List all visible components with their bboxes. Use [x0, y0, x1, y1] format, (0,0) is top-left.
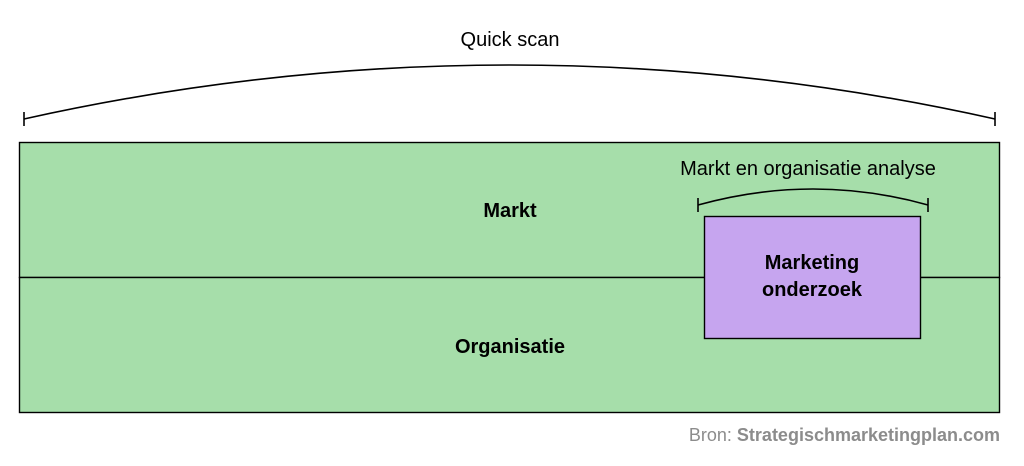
- source-prefix: Bron:: [688, 425, 732, 445]
- source-credit: Bron: Strategischmarketingplan.com: [689, 425, 1000, 446]
- analysis-arc: [697, 188, 929, 206]
- research-box-shape: [703, 215, 922, 340]
- research-box: Marketing onderzoek: [704, 216, 920, 338]
- organisatie-label: Organisatie: [454, 336, 566, 358]
- quick-scan-arc: [23, 64, 996, 120]
- analysis-label: Markt en organisatie analyse: [680, 158, 936, 180]
- research-label: Marketing onderzoek: [761, 252, 863, 301]
- analysis-bracket: [697, 188, 929, 212]
- source-site: Strategischmarketingplan.com: [736, 425, 1000, 445]
- markt-label: Markt: [483, 200, 537, 222]
- quick-scan-label: Quick scan: [460, 29, 560, 51]
- quick-scan-bracket: [23, 64, 996, 126]
